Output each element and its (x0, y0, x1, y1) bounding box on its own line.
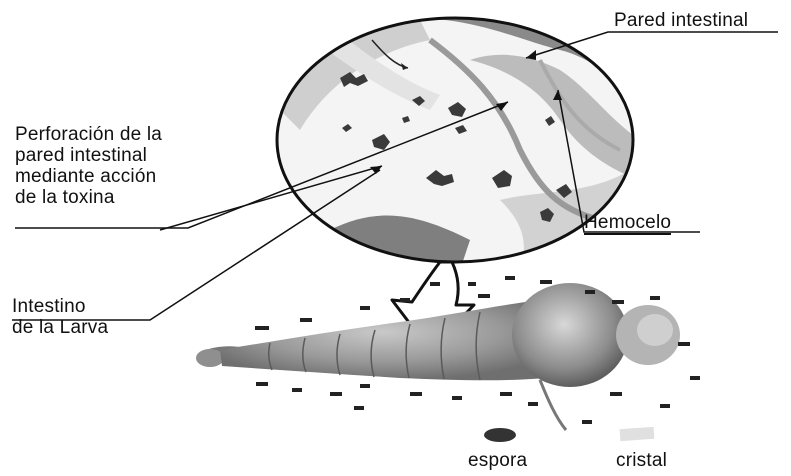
label-pared-intestinal: Pared intestinal (614, 10, 748, 31)
label-espora: espora (468, 450, 527, 471)
label-intestino: Intestino de la Larva (12, 296, 108, 338)
label-perforacion: Perforación de la pared intestinal media… (15, 124, 162, 208)
crystal-symbol (620, 427, 655, 441)
legend-symbols (484, 427, 654, 442)
label-cristal: cristal (616, 450, 667, 471)
spore-symbol (484, 428, 516, 442)
label-hemocelo: Hemocelo (584, 212, 671, 235)
